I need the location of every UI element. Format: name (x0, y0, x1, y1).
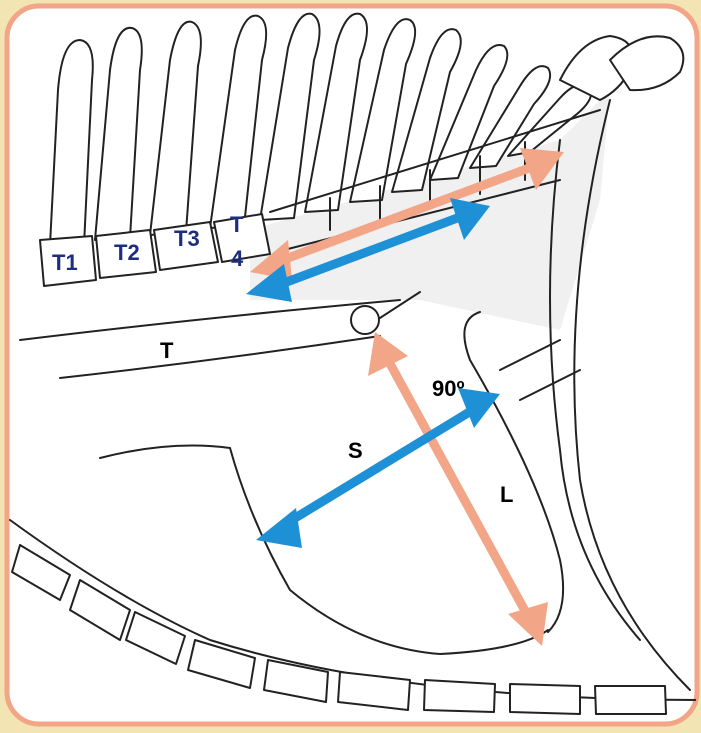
label-t4-bottom: 4 (231, 246, 244, 271)
label-trachea: T (160, 338, 174, 363)
label-long-axis: L (500, 482, 513, 507)
label-short-axis: S (348, 438, 363, 463)
label-t3: T3 (174, 226, 200, 251)
label-t4-top: T (230, 212, 244, 237)
label-t2: T2 (114, 240, 140, 265)
label-90-degree: 90º (432, 376, 465, 401)
label-t1: T1 (52, 250, 78, 275)
